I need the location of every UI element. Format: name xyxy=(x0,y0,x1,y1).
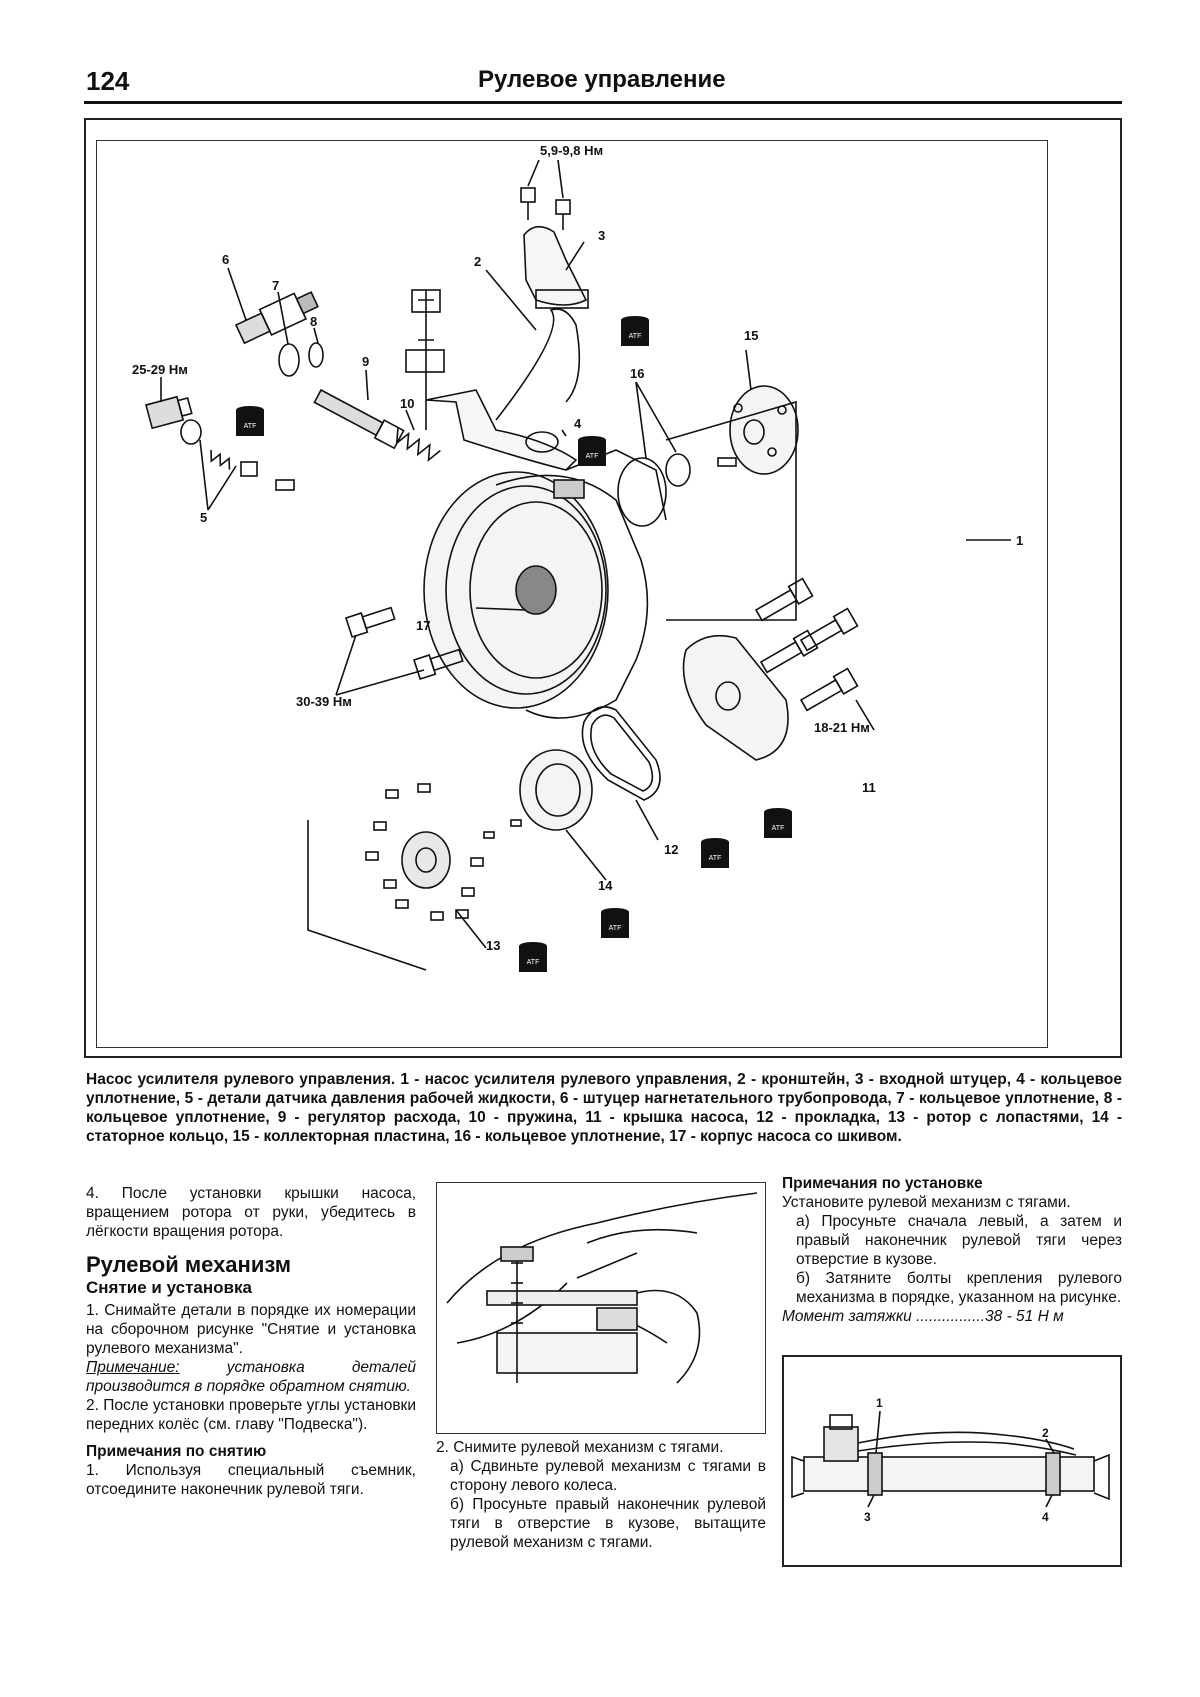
rack-callout-1: 1 xyxy=(876,1396,883,1410)
torque-inlet: 5,9-9,8 Нм xyxy=(540,143,603,158)
mid-step2: 2. Снимите рулевой механизм с тягами. xyxy=(436,1439,724,1456)
figure-caption: Насос усилителя рулевого управления. 1 -… xyxy=(86,1071,1122,1145)
right-column: Примечания по установке Установите рулев… xyxy=(782,1174,1122,1326)
callout-1: 1 xyxy=(1016,533,1023,548)
header-rule xyxy=(84,101,1122,104)
callout-8: 8 xyxy=(310,314,317,329)
atf-cans: ATF ATF ATF ATF ATF ATF ATF xyxy=(236,316,792,972)
removal-step1: 1. Используя специальный съемник, отсоед… xyxy=(86,1462,416,1498)
atf-label: ATF xyxy=(586,453,599,460)
atf-label: ATF xyxy=(772,825,785,832)
pump-exploded-diagram: ATF ATF ATF ATF ATF ATF ATF 1 2 3 4 5 6 … xyxy=(132,143,1023,972)
steering-rack-figure-frame: 1 2 3 4 xyxy=(782,1355,1122,1567)
callout-5: 5 xyxy=(200,510,207,525)
page-number: 124 xyxy=(86,66,130,96)
figure-frame xyxy=(84,118,1122,1058)
left-note: Примечание: установка деталей производит… xyxy=(86,1358,416,1396)
atf-label: ATF xyxy=(244,423,257,430)
callout-10: 10 xyxy=(400,396,414,411)
torque-fitting: 25-29 Нм xyxy=(132,362,188,377)
callout-17: 17 xyxy=(416,618,430,633)
atf-label: ATF xyxy=(527,959,540,966)
mid-step2a: а) Сдвиньте рулевой механизм с тягами в … xyxy=(450,1458,766,1494)
callout-9: 9 xyxy=(362,354,369,369)
torque-line: Момент затяжки ................38 - 51 Н… xyxy=(782,1307,1122,1326)
atf-label: ATF xyxy=(609,925,622,932)
left-step4: 4. После установки крышки насоса, вращен… xyxy=(86,1185,416,1240)
removal-illustration-frame xyxy=(436,1182,766,1434)
middle-column: 2. Снимите рулевой механизм с тягами. а)… xyxy=(436,1438,766,1552)
left-step2: 2. После установки проверьте углы устано… xyxy=(86,1397,416,1433)
torque-pulley: 30-39 Нм xyxy=(296,694,352,709)
torque-cover: 18-21 Нм xyxy=(814,720,870,735)
callout-12: 12 xyxy=(664,842,678,857)
page-title: Рулевое управление xyxy=(478,66,726,93)
callout-15: 15 xyxy=(744,328,758,343)
rack-callout-3: 3 xyxy=(864,1510,871,1524)
install-a: а) Просуньте сначала левый, а затем и пр… xyxy=(796,1213,1122,1268)
callout-6: 6 xyxy=(222,252,229,267)
callout-13: 13 xyxy=(486,938,500,953)
note-text: установка деталей производится в порядке… xyxy=(86,1359,416,1395)
callout-3: 3 xyxy=(598,228,605,243)
callout-2: 2 xyxy=(474,254,481,269)
left-column: 4. После установки крышки насоса, вращен… xyxy=(86,1184,416,1499)
subsection-title: Снятие и установка xyxy=(86,1278,252,1297)
removal-notes-title: Примечания по снятию xyxy=(86,1443,267,1460)
section-title: Рулевой механизм xyxy=(86,1252,292,1277)
torque-dots: ................ xyxy=(916,1308,986,1325)
callout-11: 11 xyxy=(862,780,876,795)
rack-callout-4: 4 xyxy=(1042,1510,1049,1524)
torque-label: Момент затяжки xyxy=(782,1308,912,1325)
rack-callout-2: 2 xyxy=(1042,1426,1049,1440)
install-intro: Установите рулевой механизм с тягами. xyxy=(782,1194,1071,1211)
atf-label: ATF xyxy=(629,333,642,340)
callout-7: 7 xyxy=(272,278,279,293)
tie-rod-puller-illustration xyxy=(446,1192,758,1384)
callout-14: 14 xyxy=(598,878,613,893)
figure-inner-frame xyxy=(96,140,1048,1048)
left-step1: 1. Снимайте детали в порядке их номераци… xyxy=(86,1302,416,1357)
pump-body-drawing xyxy=(423,449,667,719)
atf-label: ATF xyxy=(709,855,722,862)
torque-value: 38 - 51 Н м xyxy=(985,1308,1064,1325)
install-notes-title: Примечания по установке xyxy=(782,1175,983,1192)
note-label: Примечание: xyxy=(86,1359,180,1376)
mid-step2b: б) Просуньте правый наконечник рулевой т… xyxy=(450,1496,766,1551)
callout-16: 16 xyxy=(630,366,644,381)
callout-4: 4 xyxy=(574,416,582,431)
install-b: б) Затяните болты крепления рулевого мех… xyxy=(796,1270,1122,1306)
steering-rack-drawing: 1 2 3 4 xyxy=(791,1396,1110,1524)
